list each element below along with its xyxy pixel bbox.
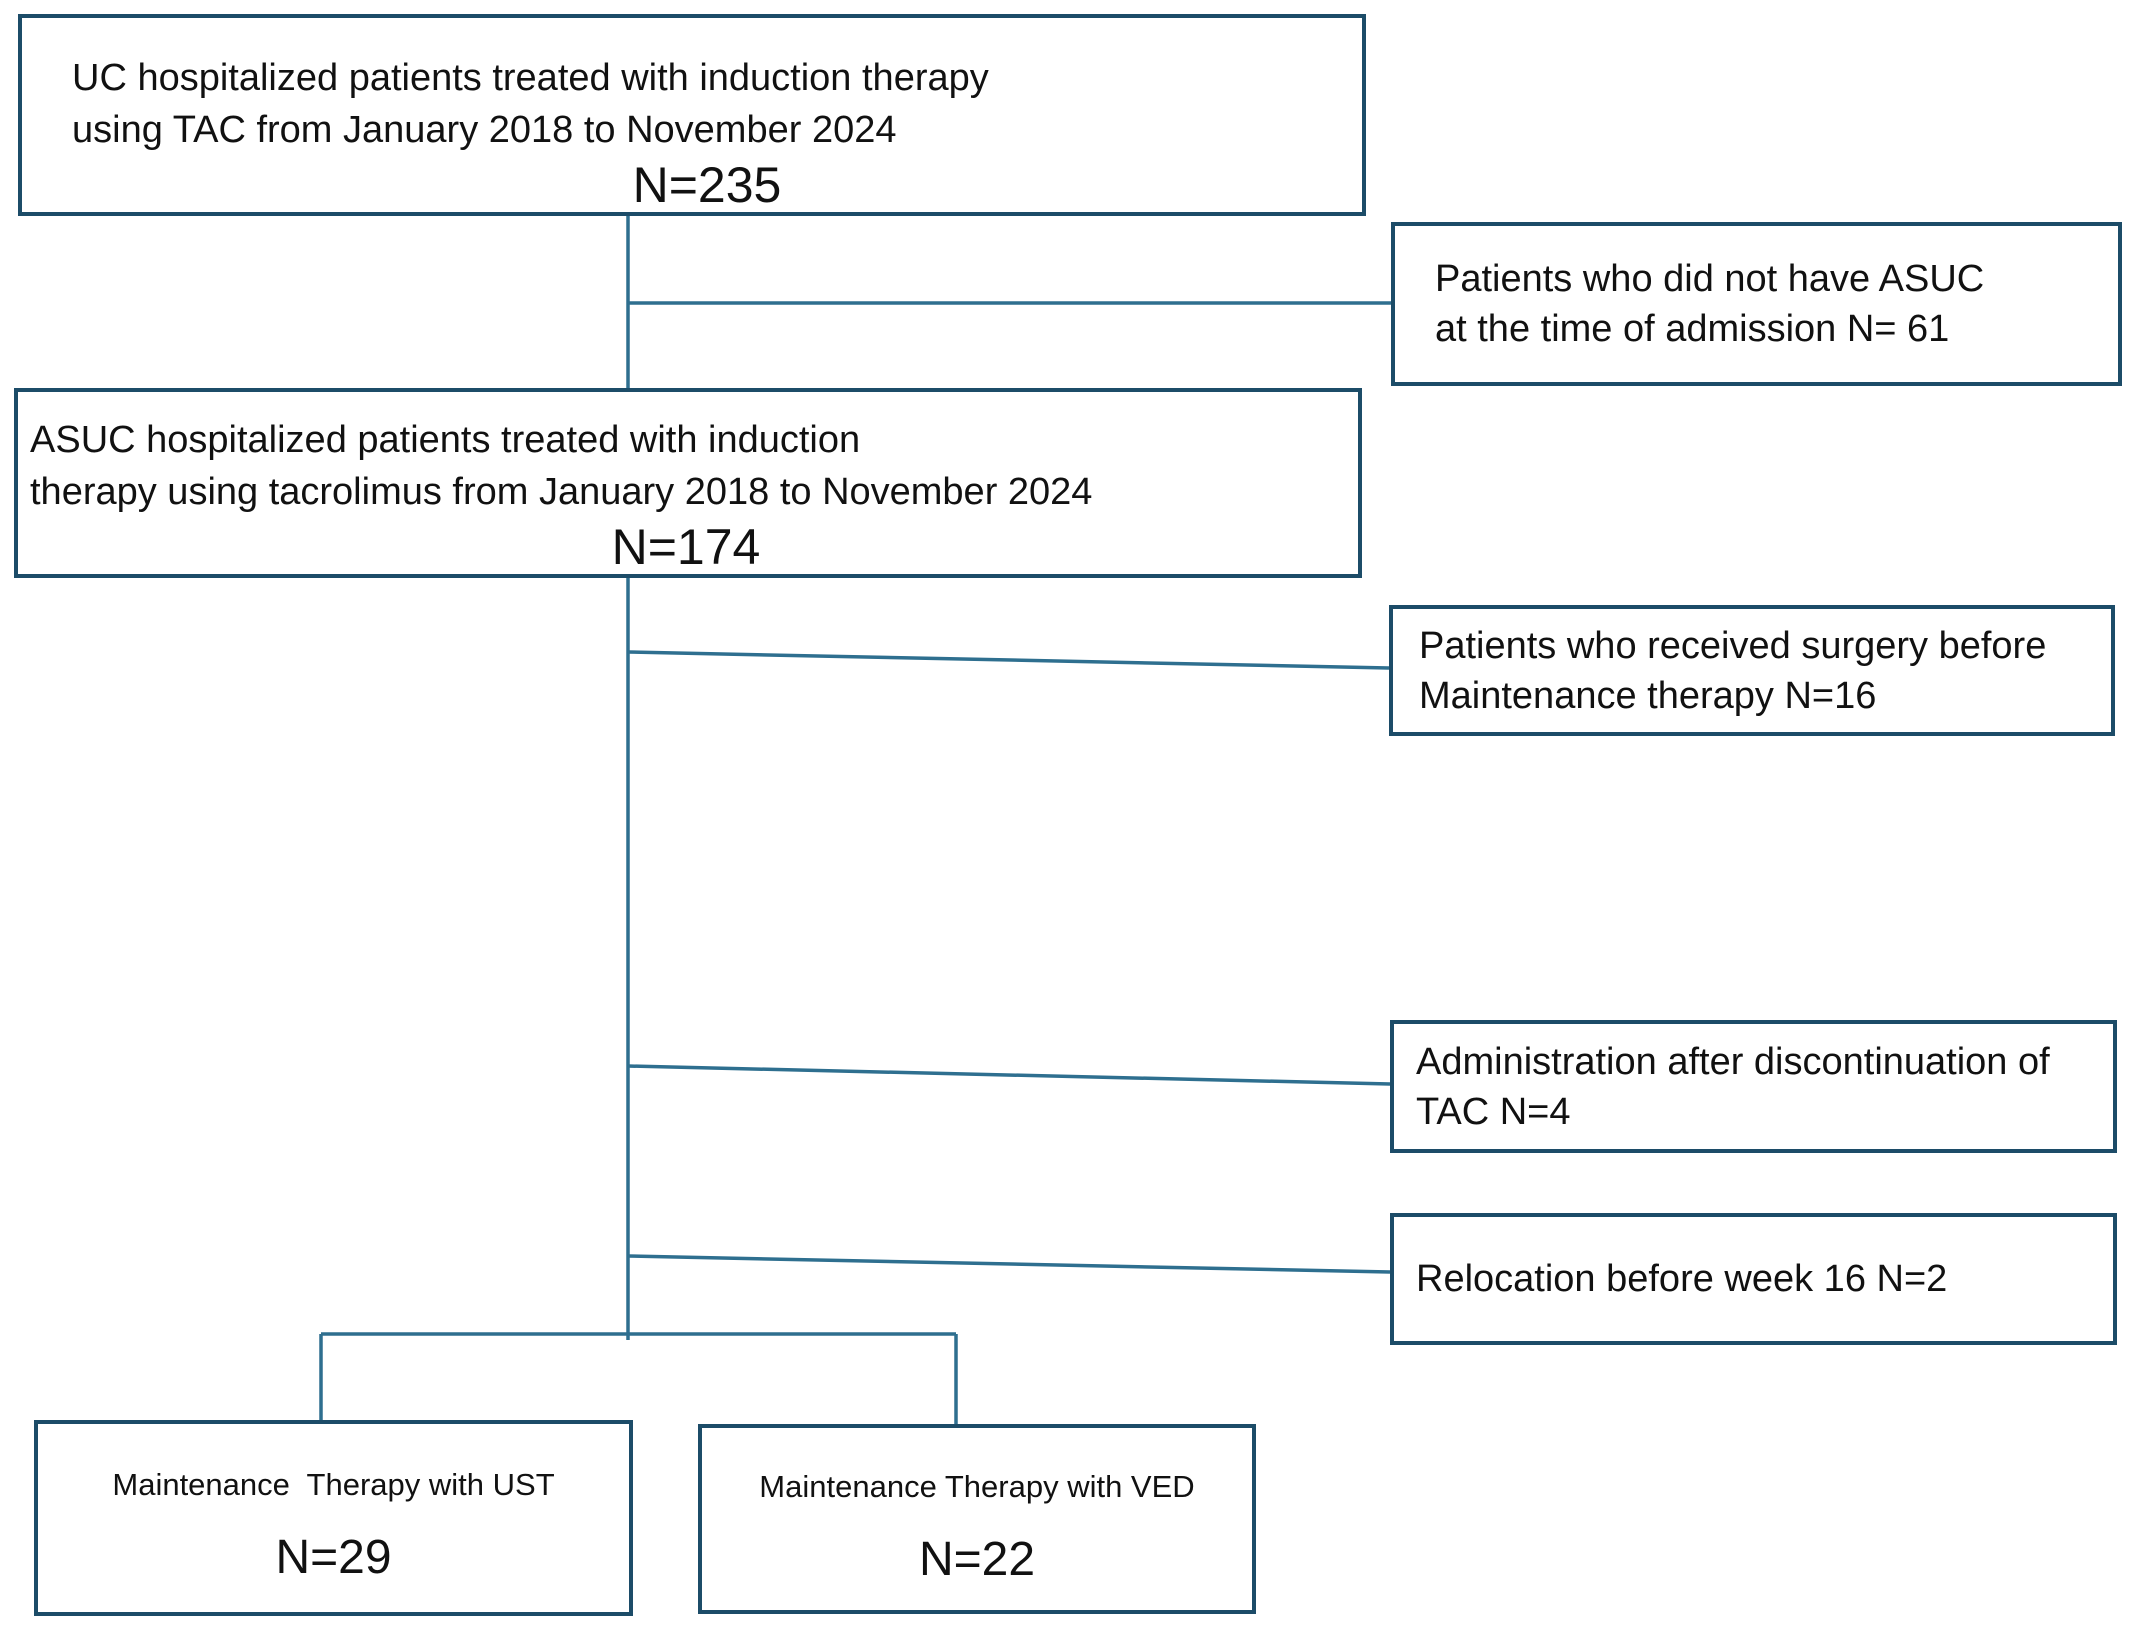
- box-text-line: Maintenance therapy N=16: [1419, 674, 1877, 717]
- connector-branch-relocation: [627, 1254, 1391, 1274]
- box-text-line: ASUC hospitalized patients treated with …: [30, 419, 861, 461]
- box-text-line: using TAC from January 2018 to November …: [72, 109, 897, 151]
- box-excluded-surgery: Patients who received surgery before Mai…: [1389, 605, 2115, 736]
- box-text-line: Patients who did not have ASUC: [1435, 258, 1985, 300]
- box-text-line: Patients who received surgery before: [1419, 624, 2047, 667]
- box-maintenance-ved: Maintenance Therapy with VED N=22: [698, 1424, 1256, 1614]
- box-text-line: TAC N=4: [1416, 1090, 1571, 1133]
- box-excluded-discontinuation: Administration after discontinuation of …: [1390, 1020, 2117, 1153]
- box-n-count: N=235: [632, 157, 782, 213]
- box-n-count: N=22: [918, 1533, 1036, 1586]
- box-text-line: therapy using tacrolimus from January 20…: [30, 471, 1093, 513]
- box-n-count: N=174: [611, 519, 761, 575]
- box-text-line: Relocation before week 16 N=2: [1416, 1258, 1948, 1300]
- box-excluded-no-asuc: Patients who did not have ASUC at the ti…: [1391, 222, 2122, 386]
- box-excluded-relocation: Relocation before week 16 N=2: [1390, 1213, 2117, 1345]
- connector-branch-discontinuation: [627, 1064, 1391, 1086]
- box-text-line: at the time of admission N= 61: [1435, 308, 1950, 350]
- box-n-count: N=29: [275, 1531, 392, 1584]
- box-text-line: UC hospitalized patients treated with in…: [72, 57, 989, 99]
- connector-branch-surgery: [627, 650, 1390, 670]
- box-asuc-tacrolimus: ASUC hospitalized patients treated with …: [14, 388, 1362, 578]
- box-uc-induction: UC hospitalized patients treated with in…: [18, 14, 1366, 216]
- box-maintenance-ust: Maintenance Therapy with UST N=29: [34, 1420, 633, 1616]
- box-text-line: Administration after discontinuation of: [1416, 1040, 2050, 1083]
- box-text-line: Maintenance Therapy with VED: [759, 1469, 1195, 1504]
- box-text-line: Maintenance Therapy with UST: [112, 1467, 555, 1502]
